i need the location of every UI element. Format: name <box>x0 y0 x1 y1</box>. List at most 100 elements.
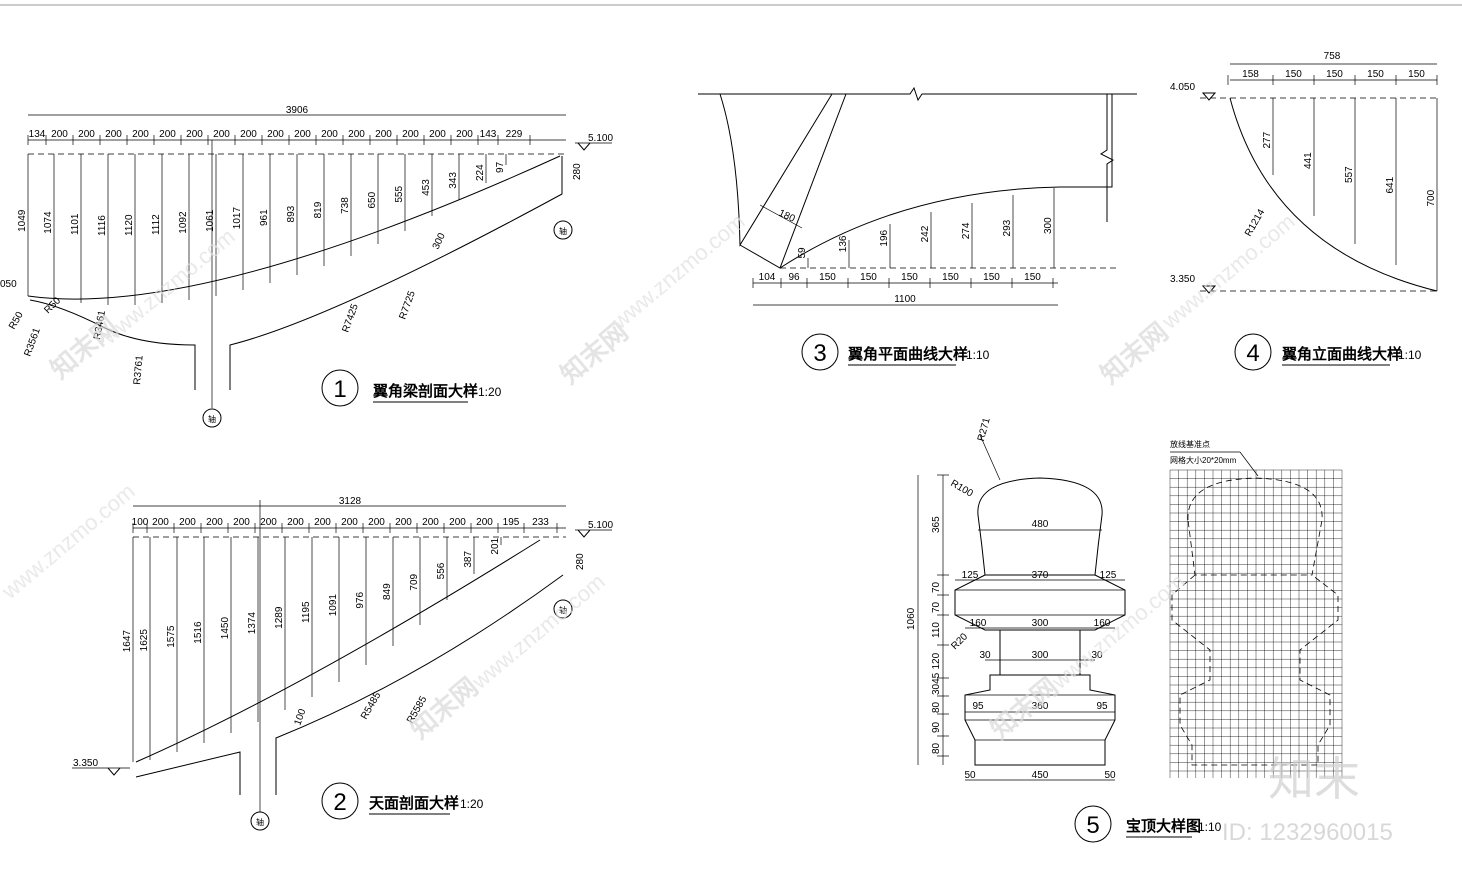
detail-1-ordinate-label: 343 <box>448 172 459 189</box>
detail-2-span-label: 200 <box>476 517 493 528</box>
detail-3-number-bubble <box>801 333 839 371</box>
detail-2-ordinate-label: 709 <box>409 573 420 590</box>
detail-3-wedge-right <box>739 93 847 269</box>
detail-3-ordinate-label: 136 <box>838 235 849 252</box>
detail-5-total-height: 1060 <box>906 607 917 630</box>
detail-5-height-label: 90 <box>931 721 942 733</box>
detail-1-span-label: 200 <box>267 129 284 140</box>
detail-1-ordinate-label: 1049 <box>17 209 28 232</box>
detail-1-span-label: 200 <box>348 129 365 140</box>
detail-1-radius-r50a: R50 <box>7 310 26 332</box>
detail-5-width-95a: 95 <box>972 701 984 712</box>
detail-5-width-360: 360 <box>1032 701 1049 712</box>
detail-2-elev-marker <box>577 529 591 538</box>
detail-1-span-label: 134 <box>29 129 46 140</box>
detail-3-span-label: 150 <box>901 272 918 283</box>
detail-5-grid-knob <box>1187 477 1323 576</box>
detail-2-ordinate-label: 1195 <box>301 601 312 623</box>
detail-1-span-label: 229 <box>506 129 523 140</box>
detail-1-span-label: 200 <box>213 129 230 140</box>
detail-5-radius-r271: R271 <box>976 416 993 442</box>
detail-4-scale: 1:10 <box>1398 348 1422 362</box>
detail-5-width-30a: 30 <box>979 650 991 661</box>
detail-4-total-dim: 758 <box>1324 51 1341 62</box>
detail-5-width-125b: 125 <box>1100 570 1117 581</box>
detail-1-span-label: 200 <box>429 129 446 140</box>
detail-2-ordinate-label: 387 <box>463 551 474 568</box>
detail-1-bottom-curve <box>29 156 563 390</box>
detail-1-span-label: 200 <box>186 129 203 140</box>
detail-5-r271-leader <box>979 434 1001 481</box>
detail-5-width-50a: 50 <box>964 770 976 781</box>
detail-2-thickness: 100 <box>292 707 308 727</box>
detail-1-ordinate-label: 97 <box>495 161 506 173</box>
detail-2-span-label: 200 <box>422 517 439 528</box>
detail-1-total-dim: 3906 <box>286 105 309 116</box>
detail-1-ordinate-label: 1112 <box>151 214 162 235</box>
detail-1-title: 翼角梁剖面大样 <box>372 382 478 400</box>
detail-2-span-label: 200 <box>368 517 385 528</box>
detail-1-span-label: 143 <box>480 129 497 140</box>
detail-2-top-curve <box>135 539 541 763</box>
detail-3-span-label: 150 <box>819 272 836 283</box>
detail-2-span-label: 200 <box>152 517 169 528</box>
watermark-brand-5: 知末网 <box>985 671 1064 744</box>
detail-2-elev-bottom: 3.350 <box>73 758 98 769</box>
detail-1-span-label: 200 <box>456 129 473 140</box>
detail-4-number: 4 <box>1246 340 1259 367</box>
detail-2-span-label: 233 <box>532 517 549 528</box>
detail-2-number-bubble <box>321 782 359 820</box>
detail-2-bottom-curve <box>135 574 564 795</box>
detail-1-number: 1 <box>333 376 346 403</box>
detail-1-span-label: 200 <box>402 129 419 140</box>
detail-4-elev-bottom-marker <box>1201 285 1217 294</box>
detail-3-total-dim: 1100 <box>894 294 916 305</box>
detail-5-number-bubble <box>1074 805 1112 843</box>
detail-2-ordinate-label: 849 <box>382 583 393 600</box>
detail-1-ordinate-label: 738 <box>340 197 351 214</box>
detail-1-span-label: 200 <box>159 129 176 140</box>
detail-1-ordinate-label: 555 <box>394 186 405 203</box>
detail-3-diag-value: 180 <box>777 208 797 225</box>
detail-3-scale: 1:10 <box>966 348 990 362</box>
detail-5-radius-r100: R100 <box>949 478 976 500</box>
detail-1-radius-r7425: R7425 <box>340 302 361 334</box>
detail-5-width-95b: 95 <box>1096 701 1108 712</box>
detail-2-span-label: 200 <box>260 517 277 528</box>
detail-2-elev-top: 5.100 <box>588 520 613 531</box>
detail-1-span-label: 200 <box>105 129 122 140</box>
detail-3-number: 3 <box>813 340 826 367</box>
detail-3-span-label: 150 <box>1024 272 1041 283</box>
detail-2-ordinate-label: 1289 <box>274 606 285 629</box>
detail-4-elev-top: 4.050 <box>1170 82 1195 93</box>
detail-1-span-label: 200 <box>321 129 338 140</box>
detail-2-span-label: 100 <box>132 517 149 528</box>
detail-5-height-label: 70 <box>931 601 942 613</box>
watermark-site-5: www.znzmo.com <box>1156 209 1299 335</box>
detail-1-radius-r7725: R7725 <box>397 289 418 321</box>
detail-3-ordinate-label: 59 <box>797 247 808 259</box>
detail-1-elev-top: 5.100 <box>588 133 613 144</box>
detail-1-ordinate-label: 1017 <box>232 207 243 230</box>
watermark-site-4: www.znzmo.com <box>606 209 749 335</box>
detail-1-span-label: 200 <box>294 129 311 140</box>
detail-3-ordinate-label: 196 <box>879 229 890 246</box>
detail-5-height-label: 80 <box>931 701 942 713</box>
detail-5-width-450: 450 <box>1032 770 1049 781</box>
detail-3-title: 翼角平面曲线大样 <box>847 345 968 363</box>
detail-1-ordinate-label: 453 <box>421 179 432 196</box>
detail-2-ordinate-label: 1450 <box>220 617 231 640</box>
detail-2-ordinate-label: 1516 <box>193 621 204 644</box>
detail-1-ordinate-label: 893 <box>286 205 297 222</box>
detail-2-elev-bottom-marker <box>107 767 121 776</box>
detail-5-grid-note-2: 网格大小20*20mm <box>1170 455 1237 465</box>
detail-1-ordinate-label: 961 <box>259 209 270 226</box>
detail-2-span-label: 200 <box>395 517 412 528</box>
